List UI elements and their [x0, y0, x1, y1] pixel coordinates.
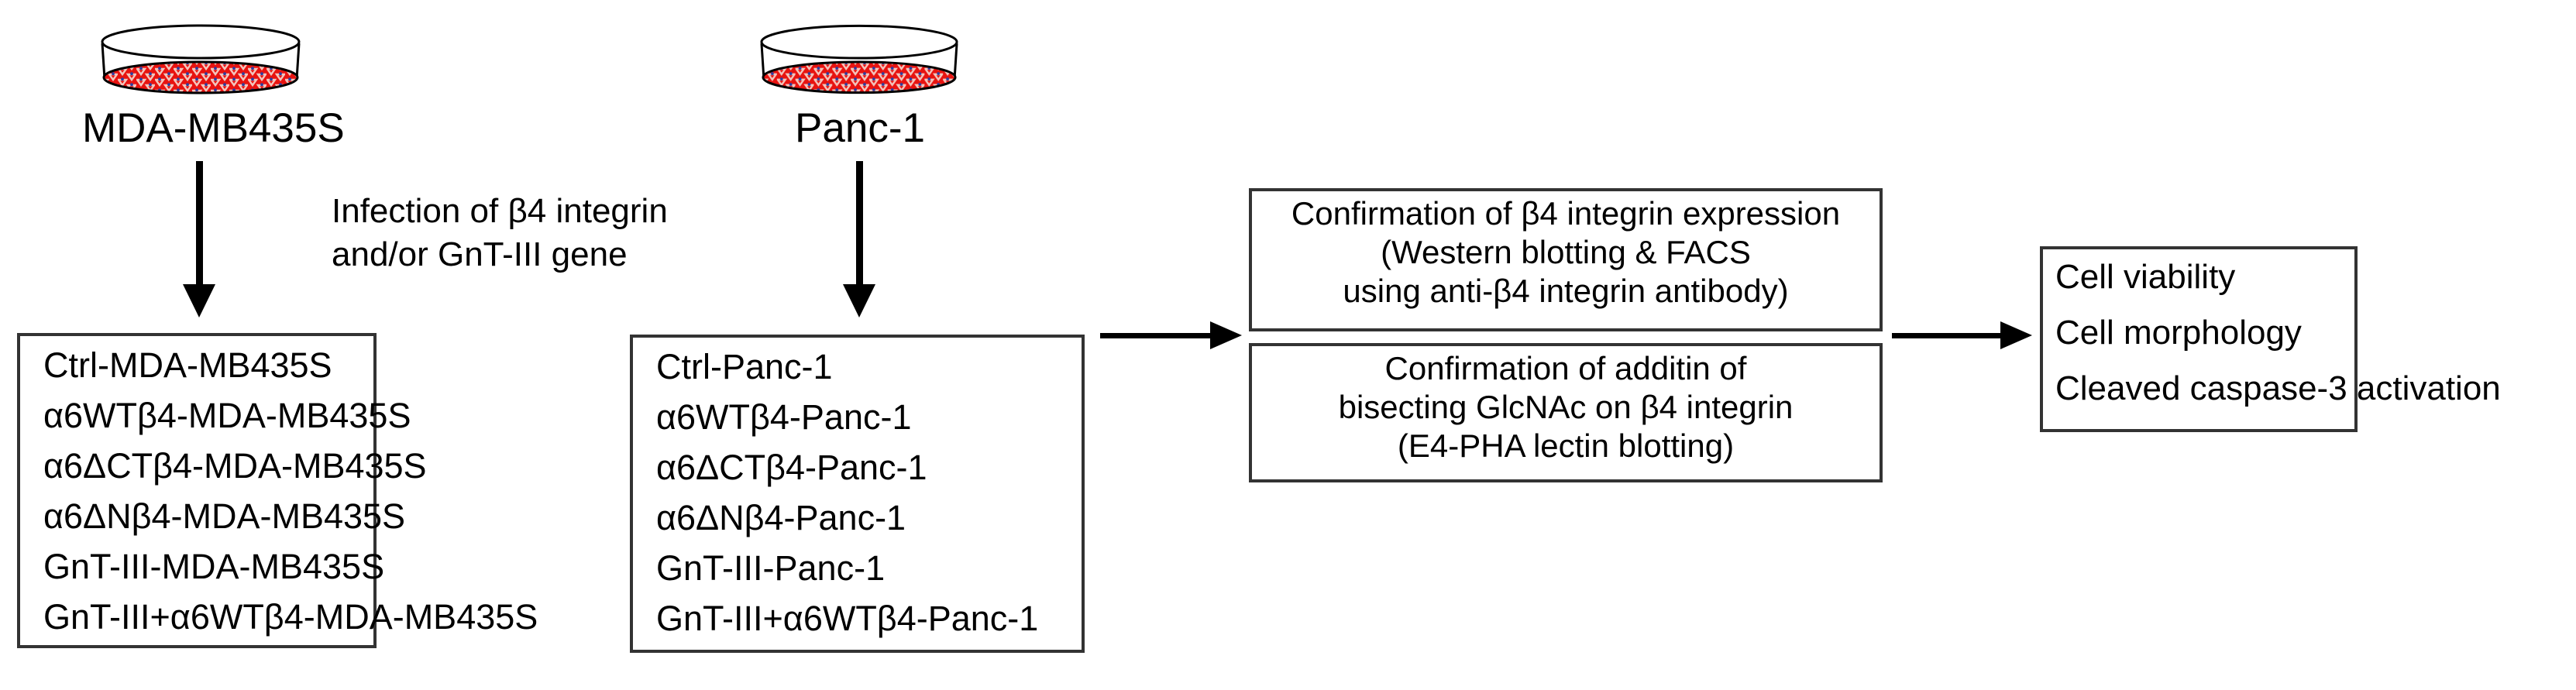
- list-item: α6ΔCTβ4-MDA-MB435S: [43, 446, 427, 486]
- confirmation-line: Confirmation of β4 integrin expression: [1291, 195, 1841, 232]
- cell-line-label-panc: Panc-1: [795, 105, 925, 151]
- infection-note-line1: Infection of β4 integrin: [332, 192, 668, 230]
- petri-dish-icon-panc: [760, 24, 958, 94]
- cell-line-list-box-mda: Ctrl-MDA-MB435S α6WTβ4-MDA-MB435S α6ΔCTβ…: [17, 333, 538, 648]
- confirmation-line: bisecting GlcNAc on β4 integrin: [1338, 389, 1794, 425]
- list-item: GnT-III-Panc-1: [656, 548, 886, 588]
- outcome-item: Cell morphology: [2055, 314, 2302, 352]
- infection-note-line2: and/or GnT-III gene: [332, 235, 628, 273]
- list-item: α6ΔNβ4-Panc-1: [656, 498, 906, 537]
- list-item: Ctrl-MDA-MB435S: [43, 345, 332, 385]
- infection-note: Infection of β4 integrin and/or GnT-III …: [332, 190, 668, 276]
- list-item: α6ΔCTβ4-Panc-1: [656, 448, 927, 487]
- confirmation-line: using anti-β4 integrin antibody): [1343, 273, 1789, 309]
- outcome-item: Cleaved caspase-3 activation: [2055, 369, 2501, 407]
- list-item: α6WTβ4-MDA-MB435S: [43, 396, 411, 435]
- cell-line-label-mda: MDA-MB435S: [82, 105, 345, 151]
- outcome-item: Cell viability: [2055, 258, 2236, 296]
- petri-dish-icon-mda: [101, 24, 301, 94]
- confirmation-line: (E4-PHA lectin blotting): [1397, 427, 1735, 464]
- cell-line-list-box-panc: Ctrl-Panc-1 α6WTβ4-Panc-1 α6ΔCTβ4-Panc-1…: [630, 335, 1085, 653]
- confirmation-box-expression: Confirmation of β4 integrin expression (…: [1249, 188, 1883, 331]
- confirmation-box-glcnac: Confirmation of additin of bisecting Glc…: [1249, 343, 1883, 482]
- list-item: Ctrl-Panc-1: [656, 347, 833, 386]
- list-item: α6WTβ4-Panc-1: [656, 397, 912, 437]
- confirmation-line: (Western blotting & FACS: [1381, 234, 1751, 270]
- confirmation-line: Confirmation of additin of: [1384, 350, 1747, 386]
- list-item: GnT-III+α6WTβ4-MDA-MB435S: [43, 597, 538, 637]
- list-item: GnT-III-MDA-MB435S: [43, 547, 385, 586]
- outcome-box: Cell viability Cell morphology Cleaved c…: [2040, 246, 2501, 432]
- list-item: GnT-III+α6WTβ4-Panc-1: [656, 599, 1039, 638]
- list-item: α6ΔNβ4-MDA-MB435S: [43, 496, 406, 536]
